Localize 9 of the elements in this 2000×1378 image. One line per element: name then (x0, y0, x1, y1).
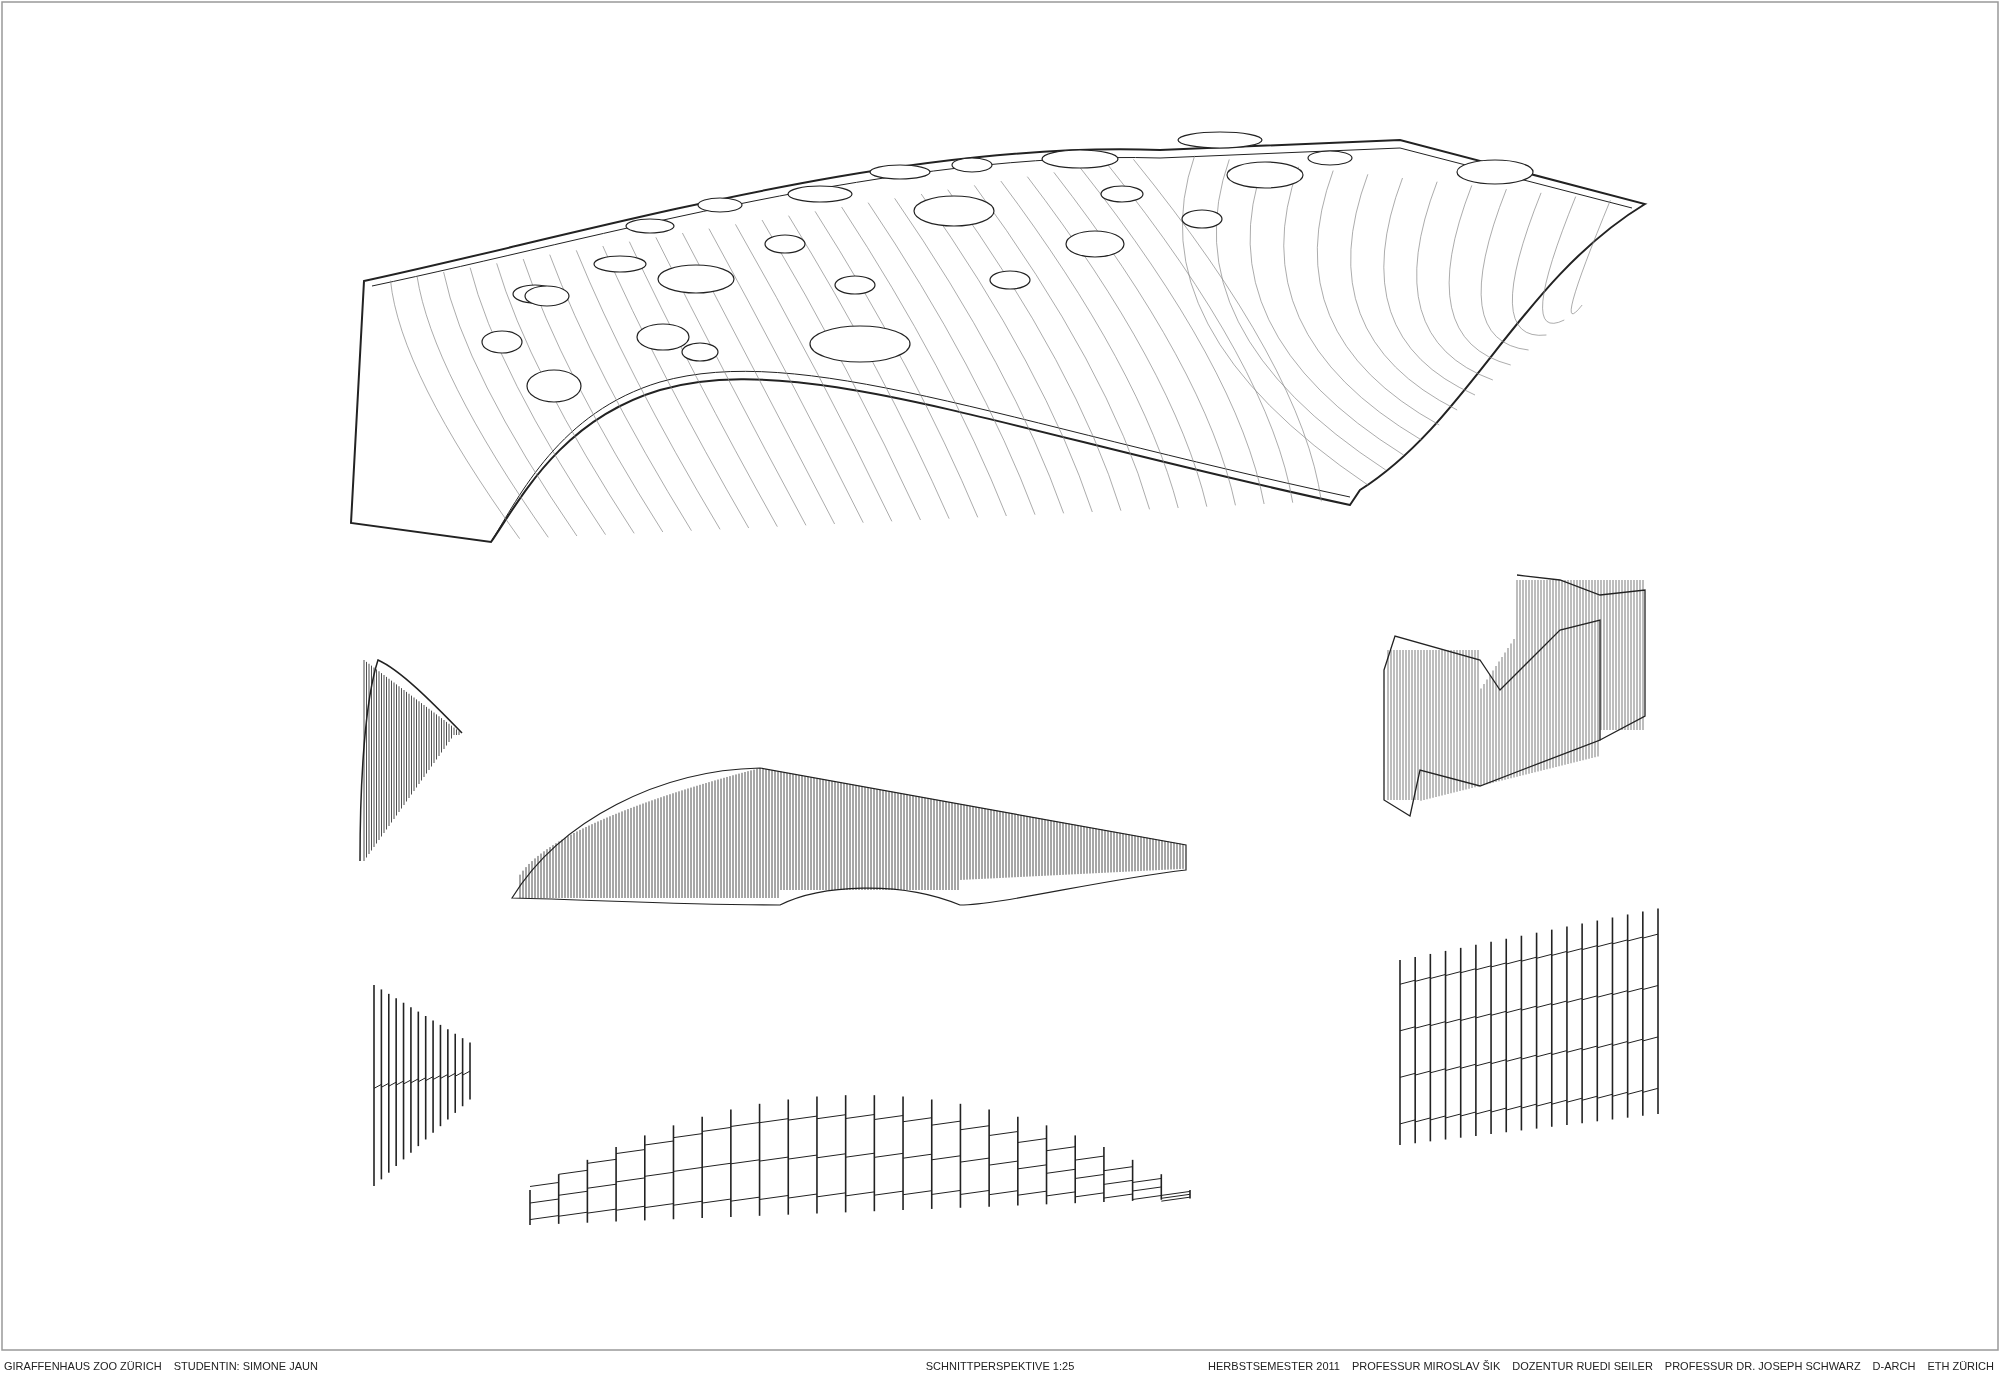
chair-credit: PROFESSUR MIROSLAV ŠIK (1351, 1360, 1501, 1373)
department-name: D-ARCH (1872, 1360, 1916, 1373)
university-name: ETH ZÜRICH (1927, 1360, 1994, 1373)
author-credit: STUDENTIN: SIMONE JAUN (173, 1360, 318, 1373)
semester-note: HERBSTSEMESTER 2011 (1208, 1360, 1340, 1373)
chair-credit: PROFESSUR DR. JOSEPH SCHWARZ (1664, 1360, 1861, 1373)
lecturer-credit: DOZENTUR RUEDI SEILER (1512, 1360, 1653, 1373)
drawing-title: GIRAFFENHAUS ZOO ZÜRICH (4, 1360, 162, 1373)
drawing-scale: SCHNITTPERSPEKTIVE 1:25 (925, 1360, 1075, 1373)
